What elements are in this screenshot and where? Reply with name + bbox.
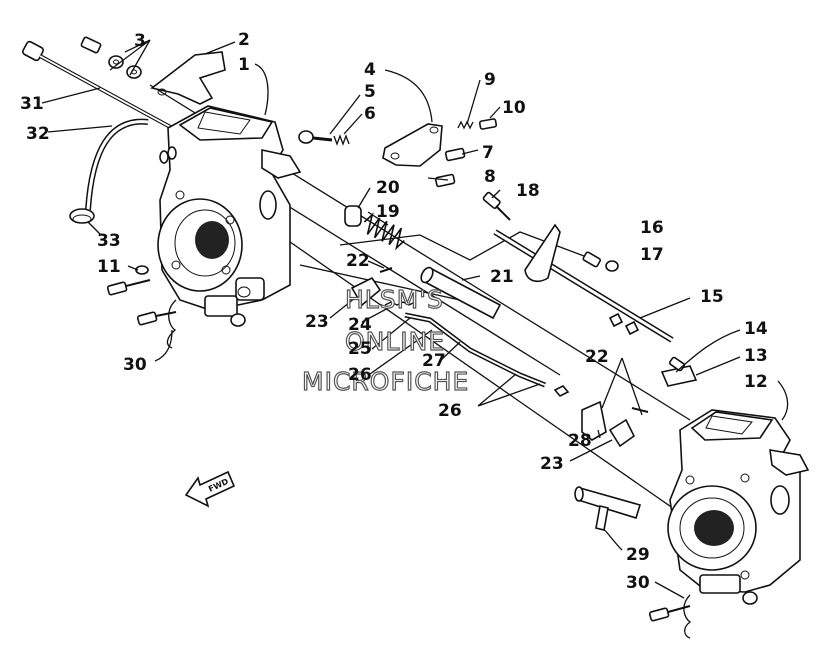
mount-bracket-part: [150, 51, 226, 105]
callout-23-upper: 23: [305, 312, 329, 332]
callout-9: 9: [484, 70, 496, 90]
callout-8: 8: [484, 167, 496, 187]
callout-11: 11: [97, 257, 121, 277]
callout-32: 32: [26, 124, 50, 144]
callout-25: 25: [348, 339, 372, 359]
right-carburetor: [667, 409, 810, 605]
callout-29: 29: [626, 545, 650, 565]
callout-31: 31: [20, 94, 44, 114]
callout-22-upper: 22: [346, 251, 370, 271]
callout-14: 14: [744, 319, 768, 339]
watermark: HLSM'S ONLINE MICROFICHE: [301, 284, 469, 396]
callout-12: 12: [744, 372, 768, 392]
callout-22-lower: 22: [585, 347, 609, 367]
callout-33: 33: [97, 231, 121, 251]
callout-4: 4: [364, 60, 376, 80]
shaft-screw-nut: [582, 251, 619, 272]
spring-screw-pair: [457, 118, 498, 130]
callout-21: 21: [490, 267, 514, 287]
tee-fitting: [574, 486, 642, 531]
idle-screw-spring: [298, 130, 350, 146]
callout-7: 7: [482, 143, 494, 163]
left-carburetor: [157, 105, 302, 327]
lower-linkage: [581, 400, 649, 448]
vent-tube-part: [85, 118, 149, 211]
callout-2: 2: [238, 30, 250, 50]
callout-17: 17: [640, 245, 664, 265]
callout-3: 3: [134, 31, 146, 51]
right-bracket: [660, 356, 698, 387]
callout-19: 19: [376, 202, 400, 222]
callout-24: 24: [348, 315, 372, 335]
callout-27: 27: [422, 351, 446, 371]
clamp-part: [69, 208, 95, 224]
left-lower-screws: [106, 265, 177, 349]
callouts: 3 2 1 31 32 33 11 30 4 5 6 9 10 7 8 20 1…: [20, 30, 768, 593]
long-bolt-part: [22, 40, 186, 137]
callout-1: 1: [238, 55, 250, 75]
throttle-shaft: [493, 223, 674, 343]
callout-26-upper: 26: [348, 365, 372, 385]
callout-13: 13: [744, 346, 768, 366]
leader-lines: [41, 39, 789, 599]
fwd-arrow-icon: FWD: [184, 470, 236, 508]
callout-30-left: 30: [123, 355, 147, 375]
watermark-line-3: MICROFICHE: [302, 367, 469, 396]
callout-28: 28: [568, 431, 592, 451]
callout-10: 10: [502, 98, 526, 118]
callout-30-right: 30: [626, 573, 650, 593]
linkage-tube: [420, 266, 502, 320]
callout-18: 18: [516, 181, 540, 201]
callout-20: 20: [376, 178, 400, 198]
callout-5: 5: [364, 82, 376, 102]
right-lower-screw: [648, 594, 692, 639]
throttle-bracket-part: [382, 123, 466, 188]
linkage-assembly: [350, 267, 570, 397]
watermark-line-2: ONLINE: [345, 327, 445, 356]
callout-16: 16: [640, 218, 664, 238]
return-spring: [344, 205, 405, 251]
lever-screw: [482, 191, 511, 221]
callout-26-lower: 26: [438, 401, 462, 421]
screw-washer-set: [80, 36, 142, 79]
callout-15: 15: [700, 287, 724, 307]
watermark-line-1: HLSM'S: [345, 285, 444, 314]
callout-23-lower: 23: [540, 454, 564, 474]
callout-6: 6: [364, 104, 376, 124]
